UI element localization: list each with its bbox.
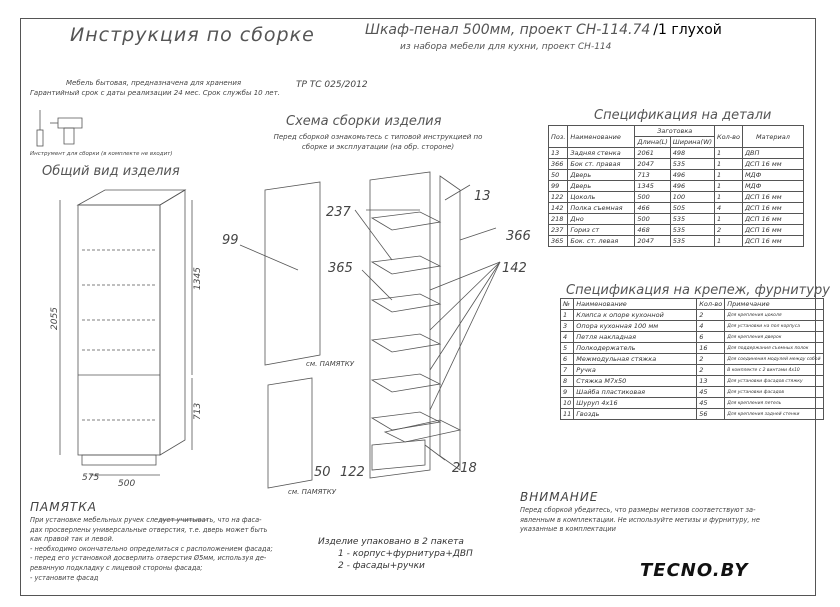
parts-table-title: Спецификация на детали	[594, 108, 772, 123]
hardware-cell: 11	[559, 408, 575, 420]
dim-width: 500	[118, 479, 135, 489]
warning-line: указанные в комплектации	[520, 525, 616, 534]
warning-text: Перед сборкой убедитесь, что размеры мет…	[520, 506, 800, 535]
brand-logo: TECNO.BY	[640, 560, 749, 581]
memo-text: При установке мебельных ручек следует уч…	[30, 516, 330, 583]
parts-cell: 496	[669, 169, 716, 181]
hardware-cell: 56	[696, 408, 726, 420]
memo-line: - перед его установкой досверлить отверс…	[30, 554, 267, 563]
parts-cell: 366	[547, 158, 569, 170]
parts-cell: Бок. ст. левая	[567, 235, 636, 247]
label-237: 237	[326, 205, 352, 220]
memo-line: - необходимо окончательно определиться с…	[30, 544, 273, 553]
parts-cell: 122	[547, 191, 569, 203]
dim-upper: 1345	[193, 267, 203, 290]
assembly-title: Схема сборки изделия	[286, 114, 442, 129]
dim-lower: 713	[193, 403, 203, 420]
packaging-info: Изделие упаковано в 2 пакета 1 - корпус+…	[318, 536, 473, 572]
tools-caption: Инструмент для сборки (в комплекте не вх…	[30, 151, 173, 157]
dim-height: 2055	[50, 307, 60, 330]
hw-header-num: №	[559, 298, 575, 310]
assembly-note: Перед сборкой ознакомьтесь с типовой инс…	[273, 133, 483, 151]
label-366: 366	[506, 229, 531, 244]
product-subtitle: из набора мебели для кухни, проект СН-11…	[400, 42, 612, 52]
dim-depth: 575	[82, 473, 99, 483]
instruction-title: Инструкция по сборке	[70, 24, 315, 46]
label-99: 99	[222, 233, 239, 248]
parts-header-material: Материал	[741, 125, 804, 148]
door-99	[264, 181, 321, 366]
packaging-line: Изделие упаковано в 2 пакета	[318, 537, 464, 547]
parts-cell: ДСП 16 мм	[741, 235, 804, 247]
label-365: 365	[328, 261, 353, 276]
parts-cell: 496	[669, 180, 716, 192]
product-title: Шкаф-пенал 500мм, проект СН-114.74/1 глу…	[365, 22, 722, 38]
label-13: 13	[474, 189, 491, 204]
label-122: 122	[340, 465, 365, 480]
memo-tag-1: см. ПАМЯТКУ	[306, 360, 355, 368]
parts-cell: 365	[547, 235, 569, 247]
packaging-line: 1 - корпус+фурнитура+ДВП	[338, 549, 473, 559]
hardware-table-title: Спецификация на крепеж, фурнитуру	[566, 283, 830, 298]
hardware-cell: Гвоздь	[573, 408, 698, 420]
memo-title: ПАМЯТКА	[30, 500, 97, 514]
hardware-cell: 9	[559, 386, 575, 398]
parts-cell: 2047	[634, 235, 671, 247]
memo-line: как правой так и левой.	[30, 535, 114, 544]
intro-line-2: Гарантийный срок с даты реализации 24 ме…	[30, 89, 280, 97]
parts-table: Поз. Наименование Заготовка Кол-во Матер…	[547, 125, 804, 247]
memo-line: дах просверлены универсальные отверстия,…	[30, 525, 268, 534]
warning-line: явленным в комплектации. Не используйте …	[520, 515, 760, 524]
memo-line: ревянную подкладку с лицевой стороны фас…	[30, 563, 203, 572]
label-218: 218	[452, 461, 477, 476]
packaging-line: 2 - фасады+ручки	[338, 561, 425, 571]
cabinet-general-view	[59, 189, 193, 476]
label-50: 50	[314, 465, 331, 480]
memo-tag-2: см. ПАМЯТКУ	[288, 488, 337, 496]
intro-line-1: Мебель бытовая, предназначена для хранен…	[66, 79, 242, 87]
memo-line: При установке мебельных ручек следует уч…	[30, 516, 262, 524]
warning-title: ВНИМАНИЕ	[520, 490, 599, 504]
parts-cell: 535	[669, 235, 716, 247]
drill-icon	[50, 117, 83, 145]
warning-line: Перед сборкой убедитесь, что размеры мет…	[520, 506, 756, 514]
label-142: 142	[502, 261, 527, 276]
hardware-cell: Для крепления задней стенки	[724, 408, 824, 420]
standard-label: ТР ТС 025/2012	[296, 80, 368, 90]
screwdriver-icon	[36, 110, 44, 147]
memo-line: - установите фасад	[30, 573, 99, 582]
door-50	[267, 377, 313, 489]
carcass-exploded	[354, 171, 501, 479]
general-view-title: Общий вид изделия	[42, 164, 180, 179]
